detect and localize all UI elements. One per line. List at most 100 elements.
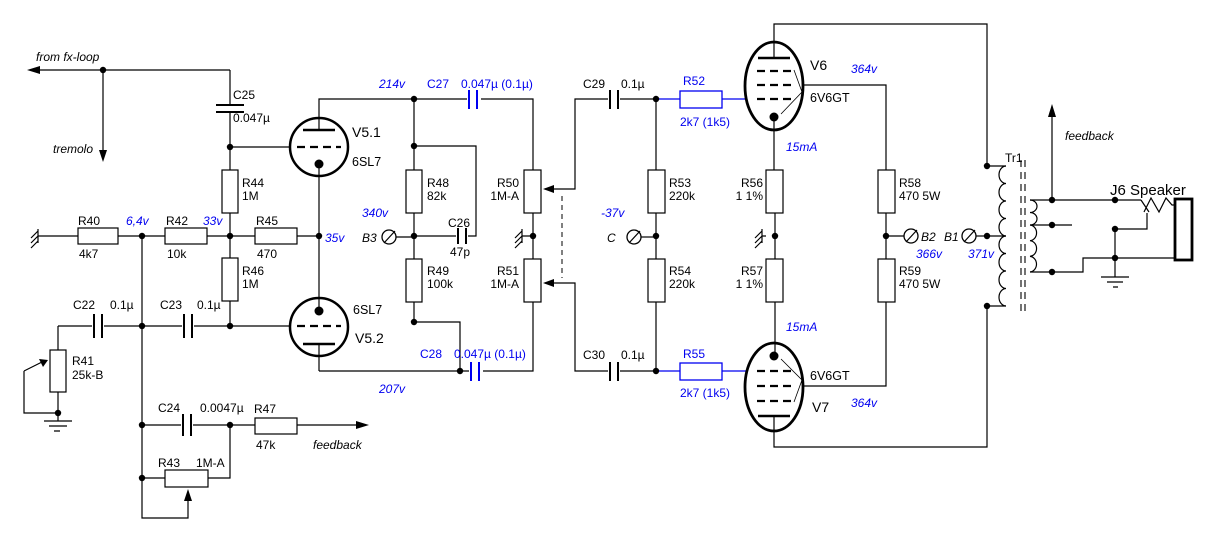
v51-type: 6SL7: [352, 155, 381, 169]
c24-value: 0.0047µ: [200, 401, 244, 415]
connector-ports: [381, 228, 977, 245]
r43-wiper-arrow: [184, 489, 192, 501]
fx-loop-arrow: [27, 66, 40, 74]
v52-type: 6SL7: [353, 303, 382, 317]
r48-ref: R48: [427, 176, 449, 190]
c28-ref: C28: [420, 347, 442, 361]
feedback-right-arrow: [1048, 104, 1056, 117]
resistors: [49, 90, 896, 488]
r43-ref: R43: [158, 456, 180, 470]
c27-ref: C27: [427, 77, 449, 91]
b3-port: [381, 229, 397, 245]
r59-value: 470 5W: [899, 277, 941, 291]
r54-value: 220k: [669, 277, 696, 291]
voltage-207v: 207v: [378, 382, 406, 396]
core: [1020, 160, 1026, 312]
r59-resistor: [877, 258, 896, 303]
r45-resistor: [254, 227, 298, 245]
ground-r50-r51: [514, 229, 523, 249]
j6-speaker-label: J6 Speaker: [1110, 182, 1186, 199]
c26-capacitor: [457, 228, 467, 244]
primary-winding: [998, 165, 1007, 307]
b3-label: B3: [362, 231, 377, 245]
output-transformer: [998, 160, 1038, 312]
r40-value: 4k7: [79, 247, 99, 261]
c23-value: 0.1µ: [197, 298, 221, 312]
v52-name: V5.2: [355, 330, 384, 346]
r58-ref: R58: [899, 176, 921, 190]
c25-ref: C25: [233, 88, 255, 102]
r47-value: 47k: [256, 438, 276, 452]
v6-name: V6: [810, 57, 827, 73]
r53-resistor: [647, 169, 666, 214]
voltage-33v: 33v: [203, 214, 223, 228]
v6-type: 6V6GT: [810, 91, 850, 105]
v7-name: V7: [812, 399, 829, 415]
b1-port: [961, 228, 977, 244]
r44-value: 1M: [242, 189, 259, 203]
c25-value: 0.047µ: [233, 111, 270, 125]
tube-v6: [743, 40, 805, 132]
c26-value: 47p: [450, 245, 470, 259]
c30-ref: C30: [583, 348, 605, 362]
voltage-364v-v6: 364v: [851, 62, 878, 76]
r40-resistor: [77, 227, 119, 245]
r55-resistor: [679, 362, 723, 381]
r41-value: 25k-B: [72, 368, 103, 382]
r47-ref: R47: [254, 402, 276, 416]
c23-capacitor: [183, 314, 193, 338]
r45-value: 470: [257, 247, 277, 261]
r57-resistor: [765, 258, 784, 303]
r54-ref: R54: [669, 264, 691, 278]
r59-ref: R59: [899, 264, 921, 278]
r51-ref: R51: [497, 264, 519, 278]
secondary-winding: [1029, 199, 1038, 273]
arrows: [27, 66, 1056, 501]
tubes: [288, 40, 805, 433]
r43-value: 1M-A: [196, 456, 225, 470]
r55-value: 2k7 (1k5): [680, 386, 730, 400]
voltage-364v-v7: 364v: [851, 396, 878, 410]
r48-resistor: [405, 169, 423, 214]
speaker-jack: [1140, 196, 1194, 262]
c22-ref: C22: [73, 298, 95, 312]
labels: from fx-loop tremolo feedback feedback C…: [36, 50, 1186, 470]
c30-value: 0.1µ: [621, 348, 645, 362]
r53-value: 220k: [669, 189, 696, 203]
r50-potentiometer: [523, 169, 542, 214]
tremolo-label: tremolo: [53, 142, 93, 156]
r42-ref: R42: [166, 214, 188, 228]
r56-resistor: [765, 169, 784, 214]
r41-wiper-arrow: [39, 359, 48, 367]
r42-value: 10k: [167, 247, 187, 261]
c29-value: 0.1µ: [621, 77, 645, 91]
current-15ma-v7: 15mA: [786, 320, 817, 334]
ground-r41: [44, 413, 72, 432]
c29-capacitor: [609, 90, 619, 109]
tremolo-arrow: [99, 150, 107, 162]
c-port: [626, 229, 642, 245]
c-label: C: [607, 231, 616, 245]
r52-ref: R52: [683, 74, 705, 88]
r49-resistor: [405, 258, 423, 303]
r53-ref: R53: [669, 176, 691, 190]
r57-ref: R57: [741, 264, 763, 278]
r54-resistor: [647, 258, 666, 303]
voltage-minus37v: -37v: [601, 206, 625, 220]
c22-capacitor: [93, 314, 103, 338]
r55-ref: R55: [683, 347, 705, 361]
r52-value: 2k7 (1k5): [680, 115, 730, 129]
r43-potentiometer: [164, 469, 209, 488]
r58-value: 470 5W: [899, 189, 941, 203]
tube-v52: [288, 296, 350, 358]
c29-ref: C29: [583, 77, 605, 91]
v7-type: 6V6GT: [810, 369, 850, 383]
r40-ref: R40: [78, 214, 100, 228]
r51-potentiometer: [523, 258, 542, 303]
capacitors: [93, 90, 619, 436]
voltage-214v: 214v: [378, 77, 406, 91]
r44-ref: R44: [242, 176, 264, 190]
tube-v7: [743, 341, 805, 433]
